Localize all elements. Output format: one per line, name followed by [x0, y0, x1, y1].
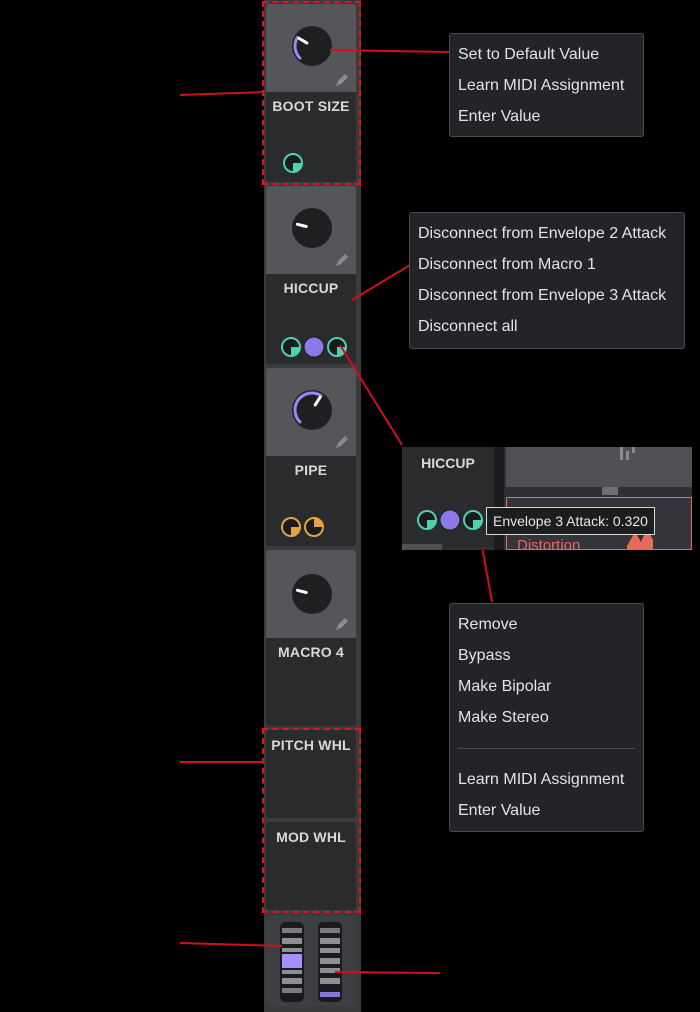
context-menu-knob: Set to Default Value Learn MIDI Assignme… — [449, 33, 644, 137]
menu-item-disconnect-all[interactable]: Disconnect all — [418, 318, 518, 335]
menu-item-make-bipolar[interactable]: Make Bipolar — [458, 678, 552, 695]
wheel-label: PITCH WHL — [271, 737, 351, 753]
modulator-indicator-icon[interactable] — [280, 336, 302, 358]
inset-partial-icon — [620, 447, 636, 461]
macro-knob[interactable] — [288, 22, 336, 70]
menu-item-remove[interactable]: Remove — [458, 616, 518, 633]
modulator-indicator-icon[interactable] — [416, 509, 438, 531]
inset-label: HICCUP — [421, 455, 475, 471]
pencil-icon[interactable] — [334, 72, 350, 88]
inset-device-label: Distortion — [517, 537, 581, 550]
pencil-icon[interactable] — [334, 252, 350, 268]
menu-item-disconnect-env3[interactable]: Disconnect from Envelope 3 Attack — [418, 287, 667, 304]
wheel-icons-cell[interactable] — [266, 916, 356, 1006]
menu-separator — [458, 748, 635, 749]
menu-item-disconnect-macro1[interactable]: Disconnect from Macro 1 — [418, 256, 596, 273]
macro-knob[interactable] — [288, 570, 336, 618]
pitch-wheel-icon[interactable] — [278, 922, 306, 1002]
menu-item-enter-value[interactable]: Enter Value — [458, 802, 541, 819]
modulator-indicator-icon[interactable] — [280, 516, 302, 538]
pencil-icon[interactable] — [334, 616, 350, 632]
pitch-wheel-cell[interactable]: PITCH WHL — [266, 730, 356, 818]
modulator-indicator-icon[interactable] — [439, 509, 461, 531]
menu-item-disconnect-env2[interactable]: Disconnect from Envelope 2 Attack — [418, 225, 667, 242]
modulator-indicator-icon[interactable] — [303, 336, 325, 358]
macro-cell-hiccup[interactable]: HICCUP — [266, 186, 356, 364]
menu-item-learn-midi[interactable]: Learn MIDI Assignment — [458, 77, 625, 94]
mod-wheel-cell[interactable]: MOD WHL — [266, 822, 356, 910]
modulator-indicator-icon[interactable] — [282, 152, 304, 174]
menu-item-enter-value[interactable]: Enter Value — [458, 108, 541, 125]
macro-label: HICCUP — [283, 280, 339, 296]
modulator-indicator-icon[interactable] — [303, 516, 325, 538]
context-menu-modulations: Disconnect from Envelope 2 Attack Discon… — [409, 212, 685, 349]
macro-label: BOOT SIZE — [272, 98, 350, 114]
pencil-icon[interactable] — [334, 434, 350, 450]
menu-item-set-default[interactable]: Set to Default Value — [458, 46, 600, 63]
inset-macro-cell — [402, 447, 494, 547]
macro-cell-macro-4[interactable]: MACRO 4 — [266, 550, 356, 726]
modulation-indicators[interactable] — [280, 516, 326, 543]
modulation-indicators[interactable] — [282, 152, 305, 179]
highlight-wheels — [262, 728, 361, 913]
inset-modulation-indicators[interactable] — [416, 509, 485, 536]
menu-item-bypass[interactable]: Bypass — [458, 647, 511, 664]
tooltip: Envelope 3 Attack: 0.320 — [486, 507, 655, 535]
modulator-indicator-icon[interactable] — [462, 509, 484, 531]
macro-label: MACRO 4 — [278, 644, 344, 660]
macro-knob[interactable] — [288, 386, 336, 434]
mod-wheel-icon[interactable] — [316, 922, 344, 1002]
macro-cell-pipe[interactable]: PIPE — [266, 368, 356, 546]
modulation-indicators[interactable] — [280, 336, 349, 363]
context-menu-modulator: Remove Bypass Make Bipolar Make Stereo L… — [449, 603, 644, 832]
macro-cell-boot-size[interactable]: BOOT SIZE — [266, 4, 356, 182]
macro-knob[interactable] — [288, 204, 336, 252]
inset-device-header — [506, 447, 692, 487]
macro-label: PIPE — [294, 462, 328, 478]
menu-item-learn-midi[interactable]: Learn MIDI Assignment — [458, 771, 625, 788]
menu-item-make-stereo[interactable]: Make Stereo — [458, 709, 549, 726]
zoom-inset: Distortion HICCUP Envelope 3 Attack: 0.3… — [402, 447, 692, 550]
wheel-label: MOD WHL — [276, 829, 346, 845]
